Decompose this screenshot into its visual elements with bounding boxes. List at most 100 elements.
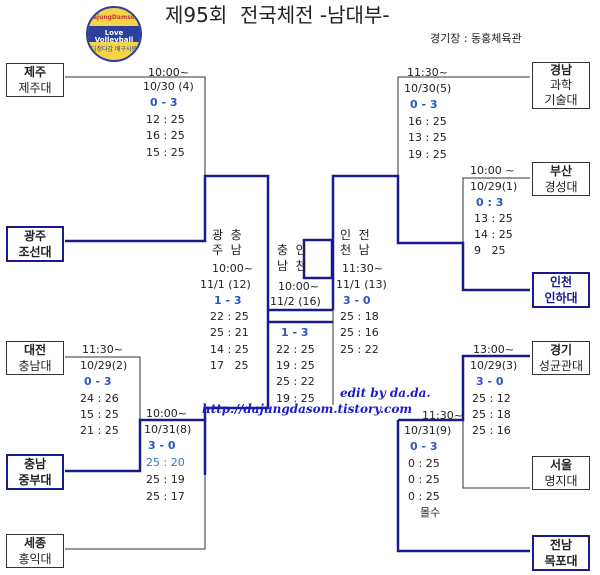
match-time: 10:00 ~ <box>470 164 515 177</box>
team-region: 전남 <box>549 538 573 552</box>
match-score: 1 - 3 <box>214 294 242 307</box>
match-date: 10/31(9) <box>404 424 452 437</box>
set-score: 24 : 26 <box>80 392 119 405</box>
match-teams: 광 충 <box>212 228 242 242</box>
set-score: 19 : 25 <box>276 392 315 405</box>
set-score: 12 : 25 <box>146 113 185 126</box>
set-score: 14 : 25 <box>210 343 249 356</box>
match-teams: 충 인 <box>277 243 307 257</box>
set-score: 0 : 25 <box>408 473 440 486</box>
team-region: 제주 <box>23 65 47 79</box>
match-date: 11/2 (16) <box>270 295 321 308</box>
team-gyeonggi: 경기 성균관대 <box>532 341 590 375</box>
set-score: 25 : 17 <box>146 490 185 503</box>
match-time: 10:00~ <box>212 262 253 275</box>
team-sejong: 세종 홍익대 <box>6 534 64 568</box>
set-score: 17 25 <box>210 359 249 372</box>
team-school: 조선대 <box>18 245 52 259</box>
team-school: 성균관대 <box>538 359 584 373</box>
team-school: 목포대 <box>544 554 578 568</box>
match-score: 3 - 0 <box>148 439 176 452</box>
match-date: 11/1 (12) <box>200 278 251 291</box>
match-time: 11:30~ <box>407 66 448 79</box>
match-score: 3 - 0 <box>476 375 504 388</box>
match-time: 10:00~ <box>148 66 189 79</box>
match-time: 11:30~ <box>82 343 123 356</box>
line-jeju <box>65 76 206 176</box>
set-score: 0 : 25 <box>408 457 440 470</box>
set-score: 25 : 12 <box>472 392 511 405</box>
set-score: 0 : 25 <box>408 490 440 503</box>
forfeit-note: 몰수 <box>420 506 441 519</box>
set-score: 14 : 25 <box>474 228 513 241</box>
team-region: 대전 <box>23 343 47 357</box>
line-chungnam-qf <box>203 310 270 420</box>
line-busan <box>462 177 530 243</box>
line-jeonnam <box>396 420 530 553</box>
team-region: 경남 <box>549 63 573 77</box>
team-seoul: 서울 명지대 <box>532 456 590 490</box>
team-school: 충남대 <box>18 359 52 373</box>
match-date: 10/29(1) <box>470 180 518 193</box>
set-score: 13 : 25 <box>474 212 513 225</box>
team-chungnam: 충남 중부대 <box>6 454 64 490</box>
team-region: 서울 <box>549 458 573 472</box>
line-gyeonggi <box>398 354 530 422</box>
love-volleyball-logo: DajungDamsom Love Volleyball 다정다감 배구사랑 <box>86 6 142 62</box>
set-score: 25 : 16 <box>340 326 379 339</box>
watermark-url: http://dajungdasom.tistory.com <box>202 402 413 416</box>
team-gyeongnam: 경남 과학 기술대 <box>532 62 590 109</box>
match-score: 0 - 3 <box>84 375 112 388</box>
team-school: 경성대 <box>544 180 578 194</box>
line-chungnam <box>65 418 207 475</box>
team-region: 광주 <box>23 229 47 243</box>
line-seoul <box>462 421 530 489</box>
set-score: 25 : 16 <box>472 424 511 437</box>
venue-label: 경기장 : 동홍체육관 <box>430 32 522 45</box>
team-school: 홍익대 <box>18 552 52 566</box>
team-school: 명지대 <box>544 474 578 488</box>
page-title: 제95회 전국체전 -남대부- <box>165 3 390 27</box>
team-incheon: 인천 인하대 <box>532 272 590 308</box>
line-sejong <box>65 475 206 550</box>
set-score: 25 : 20 <box>146 456 185 469</box>
team-region: 충남 <box>23 457 47 471</box>
set-score: 22 : 25 <box>276 343 315 356</box>
set-score: 9 25 <box>474 244 506 257</box>
logo-main: Love Volleyball <box>94 29 134 44</box>
logo-top: DajungDamsom <box>88 14 142 21</box>
match-date: 10/30(5) <box>404 82 452 95</box>
team-school: 인하대 <box>544 291 578 305</box>
team-region: 세종 <box>23 536 47 550</box>
match-score: 0 - 3 <box>410 98 438 111</box>
set-score: 16 : 25 <box>146 129 185 142</box>
match-score: 0 - 3 <box>150 96 178 109</box>
match-score: 3 - 0 <box>343 294 371 307</box>
match-time: 13:00~ <box>473 343 514 356</box>
team-region: 인천 <box>549 275 573 289</box>
line-daejeon <box>65 356 141 420</box>
match-score: 0 : 3 <box>476 196 504 209</box>
set-score: 25 : 21 <box>210 326 249 339</box>
team-school: 과학 <box>549 78 573 92</box>
team-gwangju: 광주 조선대 <box>6 226 64 262</box>
team-school: 기술대 <box>544 93 578 107</box>
team-region: 경기 <box>549 343 573 357</box>
match-date: 10/31(8) <box>144 423 192 436</box>
match-date: 10/29(2) <box>80 359 128 372</box>
team-jeju: 제주 제주대 <box>6 63 64 97</box>
line-incheon <box>331 174 530 310</box>
set-score: 25 : 18 <box>340 310 379 323</box>
match-time: 10:00~ <box>146 407 187 420</box>
watermark-edit: edit by da.da. <box>340 386 431 400</box>
set-score: 25 : 18 <box>472 408 511 421</box>
line-gwangju <box>65 174 270 310</box>
set-score: 13 : 25 <box>408 131 447 144</box>
set-score: 19 : 25 <box>408 148 447 161</box>
team-school: 제주대 <box>18 81 52 95</box>
match-time: 11:30~ <box>422 409 463 422</box>
team-busan: 부산 경성대 <box>532 162 590 196</box>
set-score: 25 : 22 <box>276 375 315 388</box>
match-teams: 남 천 <box>277 259 307 273</box>
